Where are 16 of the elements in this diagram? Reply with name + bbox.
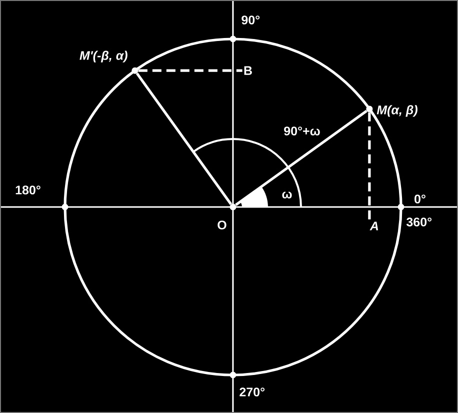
- dashed-line: [138, 69, 242, 72]
- angle-label: 360°: [406, 218, 432, 226]
- point-label: A: [370, 222, 378, 230]
- angle-label: 180°: [16, 186, 40, 194]
- radius-line: [136, 72, 232, 205]
- angle-label: 270°: [240, 388, 264, 396]
- angle-label: 0°: [414, 194, 426, 204]
- angle-label: 90°+ω: [284, 126, 320, 136]
- point-label: B: [244, 66, 252, 75]
- angle-label: 90°: [242, 16, 260, 24]
- dashed-line: [368, 112, 371, 220]
- radius-line: [235, 110, 368, 206]
- point-label: M'(-β, α): [80, 50, 128, 62]
- angle-label: ω: [282, 192, 292, 198]
- point-label: M(α, β): [376, 105, 418, 117]
- point-label: O: [218, 220, 226, 230]
